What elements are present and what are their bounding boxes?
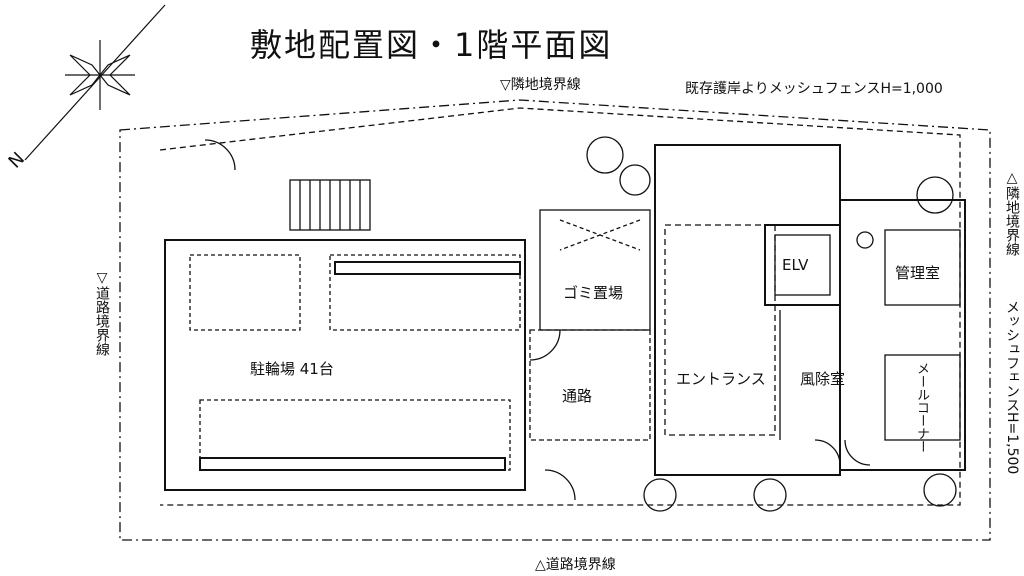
management-room xyxy=(884,229,961,306)
tree-icon xyxy=(923,473,957,507)
entrance-wall xyxy=(654,144,841,476)
tree-icon xyxy=(643,478,677,512)
site-boundary xyxy=(119,99,991,541)
compass-icon xyxy=(24,4,166,161)
tree-icon xyxy=(916,176,954,214)
tree-icon xyxy=(753,478,787,512)
tree-icon xyxy=(586,136,624,174)
boundary-bottom-label: △道路境界線 xyxy=(535,557,616,573)
fence-top-label: 既存護岸よりメッシュフェンスH=1,000 xyxy=(685,81,943,97)
page-title: 敷地配置図・1階平面図 xyxy=(250,26,613,64)
rack-rail-top xyxy=(334,261,521,275)
room-entrance: エントランス xyxy=(676,370,766,388)
elevator-shaft xyxy=(764,224,841,306)
room-bicycle-parking: 駐輪場 41台 xyxy=(250,360,334,378)
boundary-top-label: ▽隣地境界線 xyxy=(500,77,581,93)
room-mail-corner: メールコーナー xyxy=(914,362,929,453)
garbage-room xyxy=(539,209,651,331)
bicycle-rack-top xyxy=(189,254,521,331)
tree-icon xyxy=(619,164,651,196)
fence-line xyxy=(159,107,961,506)
room-windbreak: 風除室 xyxy=(800,370,846,388)
rack-rail-bottom xyxy=(199,457,506,471)
boundary-right-label: △隣地境界線 xyxy=(1004,170,1020,256)
room-elevator: ELV xyxy=(782,256,809,274)
east-block xyxy=(839,199,966,471)
boundary-left-label: ▽道路境界線 xyxy=(94,270,110,356)
room-management: 管理室 xyxy=(895,264,941,282)
bicycle-rack-bottom xyxy=(199,399,511,471)
door-arc xyxy=(844,439,871,466)
door-arc xyxy=(204,139,236,171)
toilet-icon xyxy=(856,231,874,249)
door-arc xyxy=(814,439,841,466)
passage-area xyxy=(529,329,651,441)
stair-treads xyxy=(299,180,361,230)
mail-corner xyxy=(884,354,961,441)
room-passage: 通路 xyxy=(562,387,593,405)
building-outline xyxy=(164,239,526,491)
door-arc xyxy=(544,469,576,501)
room-garbage: ゴミ置場 xyxy=(563,282,624,303)
fence-right-label: メッシュフェンスH=1,500 xyxy=(1004,300,1020,475)
door-arc xyxy=(529,329,561,361)
